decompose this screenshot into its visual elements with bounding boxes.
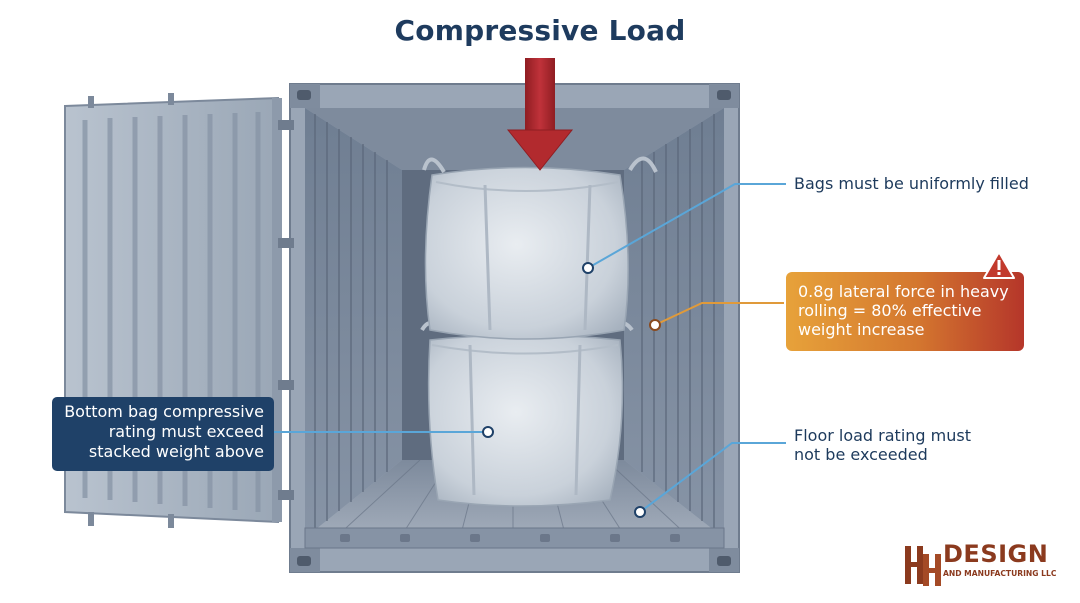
- diagram-title: Compressive Load: [394, 14, 686, 47]
- lateral-line-3: weight increase: [798, 320, 925, 339]
- callout-floor-load: Floor load rating must not be exceeded: [794, 426, 1054, 464]
- callout-bottom-bag: Bottom bag compressive rating must excee…: [52, 397, 274, 471]
- leader-lines: [274, 183, 786, 513]
- bottom-line-3: stacked weight above: [88, 442, 264, 461]
- lateral-line-1: 0.8g lateral force in heavy: [798, 282, 1009, 301]
- company-logo: DESIGN AND MANUFACTURING LLC: [903, 540, 1063, 590]
- logo-name: DESIGN: [943, 540, 1049, 568]
- warning-triangle-icon: [983, 251, 1015, 279]
- callout-uniform-fill: Bags must be uniformly filled: [794, 174, 1054, 193]
- leader-dots: [482, 262, 661, 518]
- bottom-line-2: rating must exceed: [108, 422, 264, 441]
- bulk-bag-bottom: [420, 321, 634, 507]
- bottom-line-1: Bottom bag compressive: [64, 402, 264, 421]
- floor-line-1: Floor load rating must: [794, 426, 971, 445]
- lateral-line-2: rolling = 80% effective: [798, 301, 982, 320]
- bulk-bag-top: [422, 156, 658, 340]
- callout-lateral-force: 0.8g lateral force in heavy rolling = 80…: [786, 272, 1024, 351]
- floor-line-2: not be exceeded: [794, 445, 928, 464]
- logo-tagline: AND MANUFACTURING LLC: [943, 569, 1057, 578]
- logo-mark-icon: [905, 546, 941, 586]
- callout-uniform-text: Bags must be uniformly filled: [794, 174, 1029, 193]
- compressive-load-arrow: [506, 58, 574, 171]
